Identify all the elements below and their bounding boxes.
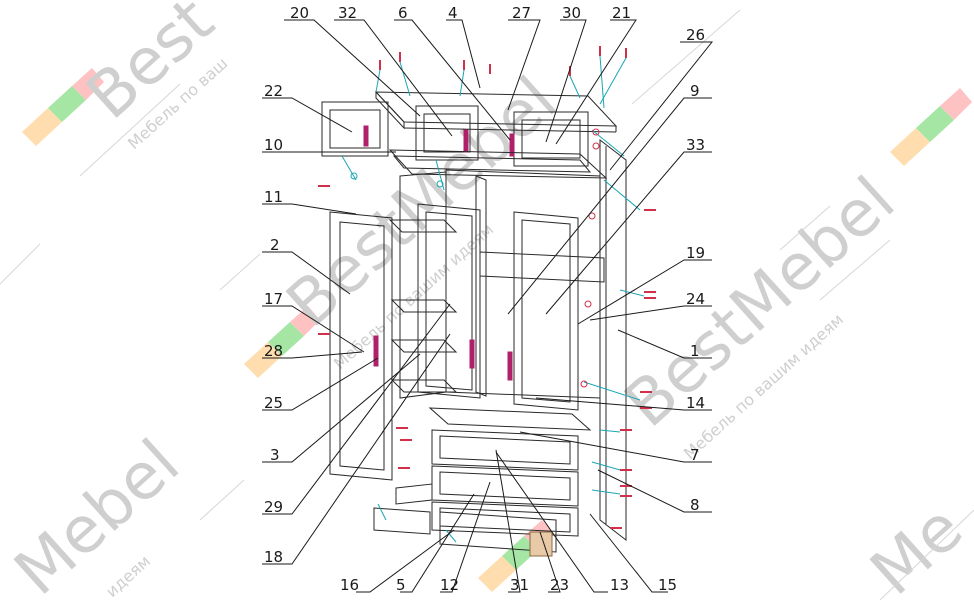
drawer-shelf <box>428 407 592 431</box>
left-shelves <box>388 219 458 393</box>
callout-14: 14 <box>686 394 705 412</box>
watermark-logo-top-left <box>22 68 104 146</box>
center-divider <box>475 175 487 397</box>
door-right <box>507 211 579 411</box>
fitting-hardware <box>341 55 645 543</box>
callout-23: 23 <box>550 576 569 594</box>
callout-7: 7 <box>690 446 700 464</box>
callout-32: 32 <box>338 4 357 22</box>
callout-27: 27 <box>512 4 531 22</box>
screw-hardware <box>318 46 656 529</box>
callout-33: 33 <box>686 136 705 154</box>
callout-4: 4 <box>448 4 458 22</box>
drawer-2 <box>431 465 579 507</box>
callout-18: 18 <box>264 548 283 566</box>
watermark-brand-bottom-right: Me <box>857 492 974 600</box>
wardrobe-drawing <box>321 90 627 557</box>
callout-17: 17 <box>264 290 283 308</box>
watermark-guides <box>0 9 974 600</box>
callout-8: 8 <box>690 496 700 514</box>
callout-28: 28 <box>264 342 283 360</box>
callout-15: 15 <box>658 576 677 594</box>
callout-22: 22 <box>264 82 283 100</box>
right-side-panel <box>599 138 627 542</box>
callout-31: 31 <box>510 576 529 594</box>
watermark-tagline-left: идеям <box>102 551 154 600</box>
callout-5: 5 <box>396 576 406 594</box>
callout-1: 1 <box>690 342 700 360</box>
callout-24: 24 <box>686 290 705 308</box>
callout-25: 25 <box>264 394 283 412</box>
callout-11: 11 <box>264 188 283 206</box>
plinth <box>373 507 557 553</box>
watermark-brand-left: Mebel <box>1 426 193 600</box>
callout-19: 19 <box>686 244 705 262</box>
top-panel <box>374 90 618 133</box>
callout-21: 21 <box>612 4 631 22</box>
watermark-logo-center-left <box>244 306 320 378</box>
callout-9: 9 <box>690 82 700 100</box>
callout-12: 12 <box>440 576 459 594</box>
callout-leaders <box>262 19 714 593</box>
mezzanine-door-left <box>321 101 389 157</box>
watermark-logo-right <box>890 88 972 166</box>
callout-6: 6 <box>398 4 408 22</box>
callout-3: 3 <box>270 446 280 464</box>
callout-labels: 20 32 6 4 27 30 21 26 22 9 10 33 11 2 19… <box>264 4 705 594</box>
callout-10: 10 <box>264 136 283 154</box>
callout-29: 29 <box>264 498 283 516</box>
mezzanine-door-right <box>509 111 589 167</box>
left-base-panel <box>395 483 433 505</box>
callout-26: 26 <box>686 26 705 44</box>
callout-30: 30 <box>562 4 581 22</box>
callout-20: 20 <box>290 4 309 22</box>
callout-13: 13 <box>610 576 629 594</box>
callout-16: 16 <box>340 576 359 594</box>
callout-2: 2 <box>270 236 280 254</box>
door-middle <box>417 203 481 399</box>
